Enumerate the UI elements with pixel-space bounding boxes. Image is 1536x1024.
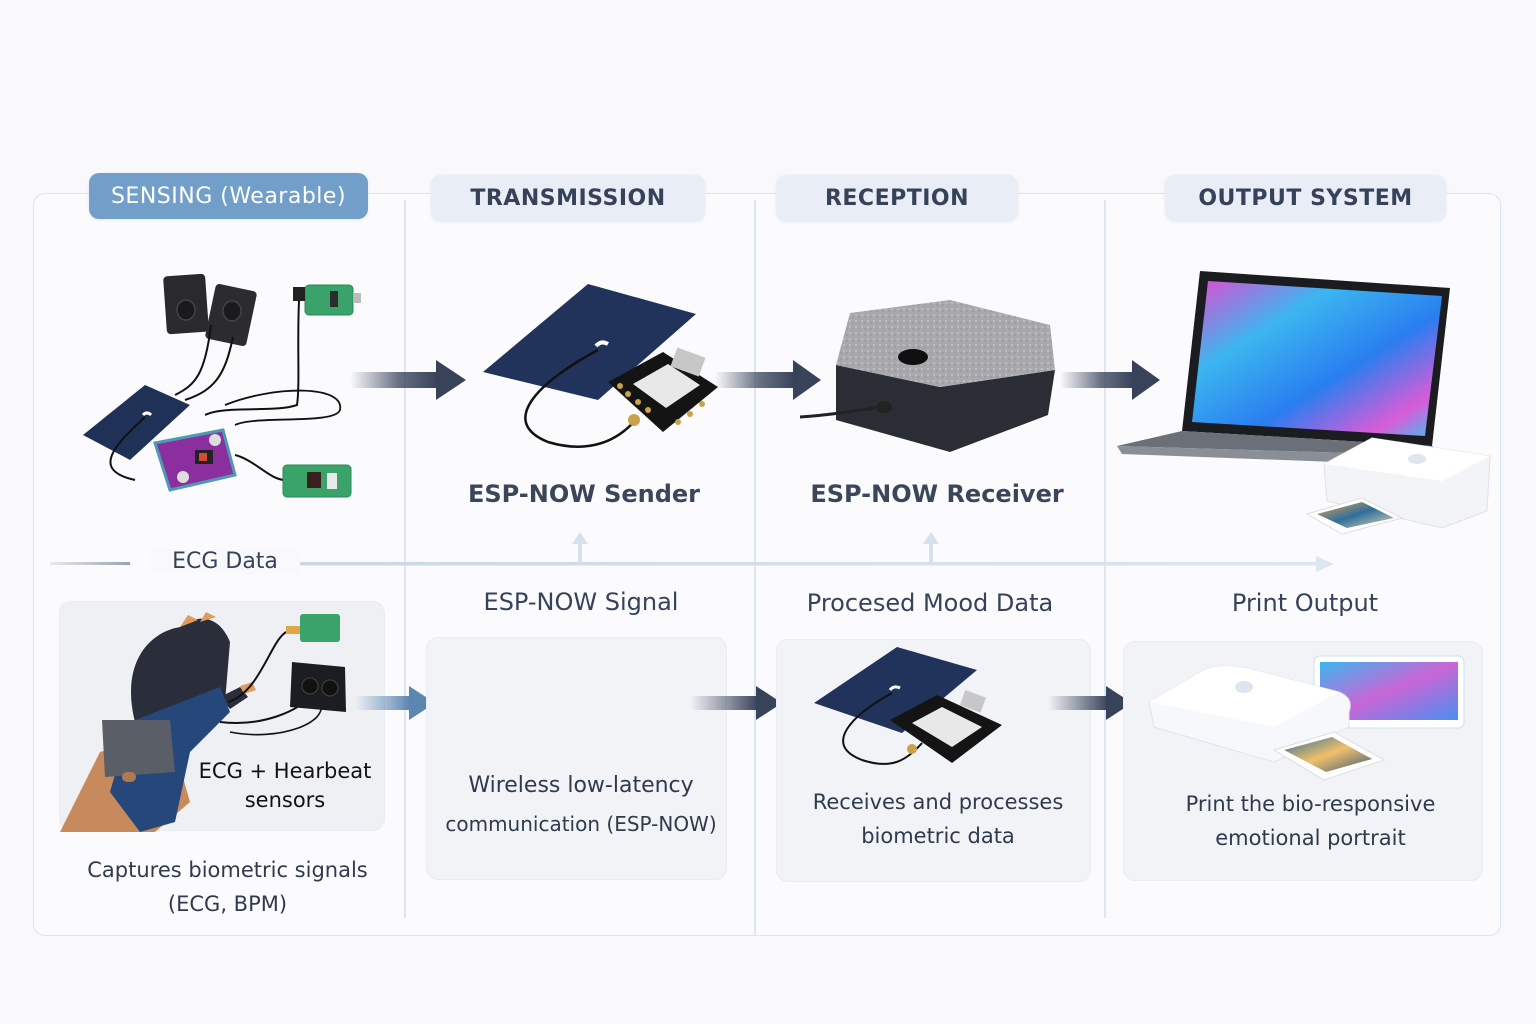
esp32-board-icon [483,284,718,448]
esp32-receiver-board-icon [814,647,1002,765]
reception-card [776,639,1091,882]
flow-arrow-right-icon [1060,360,1160,400]
stage-tab-sensing: SENSING (Wearable) [89,173,368,219]
ecg-sensor-kit-icon [83,273,361,498]
ecg-data-label: ECG Data [150,549,300,574]
sensor-board-icon [293,284,361,316]
sender-label: ESP-NOW Sender [467,480,701,508]
print-output-label: Print Output [1231,589,1379,617]
transmission-caption-line1: Wireless low-latency [468,773,694,798]
laptop-printer-icon [1117,271,1491,535]
transmission-card [426,637,727,880]
flow-up-arrow-icon [572,532,588,564]
sensing-caption: Captures biometric signals (ECG, BPM) [60,853,395,921]
stage-tab-transmission: TRANSMISSION [431,175,705,221]
ecg-glove-icon [60,612,346,832]
flow-arrow-right-icon [355,686,435,720]
hexagon-receiver-icon [799,300,1055,452]
output-card [1123,641,1483,881]
photo-printer-icon [1148,655,1465,781]
transmission-caption: Wireless low-latency communication (ESP-… [426,768,736,844]
reception-caption-line1: Receives and processes [812,790,1064,814]
max30102-board-icon [153,428,237,492]
printer-icon [1305,437,1491,535]
output-caption-line1: Print the bio-responsive [1185,792,1436,816]
column-divider [754,200,756,935]
esp-now-signal-label: ESP-NOW Signal [483,588,679,616]
sensor-board-icon [282,464,352,498]
glove-overlay-label: ECG + Hearbeat sensors [198,759,372,812]
stage-tab-output-system: OUTPUT SYSTEM [1165,175,1446,221]
flow-up-arrow-icon [923,532,939,564]
reception-caption-line2: biometric data [861,824,1015,848]
flow-arrow-right-icon [690,686,782,720]
sensing-caption-line2: (ECG, BPM) [167,892,288,916]
output-caption-line2: emotional portrait [1215,826,1406,850]
receiver-label: ESP-NOW Receiver [810,480,1064,508]
transmission-caption-line2: communication (ESP-NOW) [445,812,717,836]
data-flow-line [50,532,1334,572]
wearable-glove-card: ECG + Hearbeat sensors [59,601,385,832]
reception-caption: Receives and processes biometric data [776,785,1100,853]
processed-mood-data-label: Procesed Mood Data [806,589,1054,617]
stage-tab-reception: RECEPTION [776,175,1018,221]
laptop-icon [1117,271,1452,466]
flow-arrow-right-icon [1048,686,1132,720]
column-divider [1104,200,1106,918]
output-caption: Print the bio-responsive emotional portr… [1123,787,1498,855]
column-divider [404,200,406,918]
electrode-pad-icon [205,283,257,347]
fabric-electrode-icon [83,385,190,460]
electrode-pad-icon [163,273,209,335]
sensing-caption-line1: Captures biometric signals [87,858,368,882]
flow-arrow-right-icon [715,360,821,400]
flow-arrow-right-icon [350,360,466,400]
